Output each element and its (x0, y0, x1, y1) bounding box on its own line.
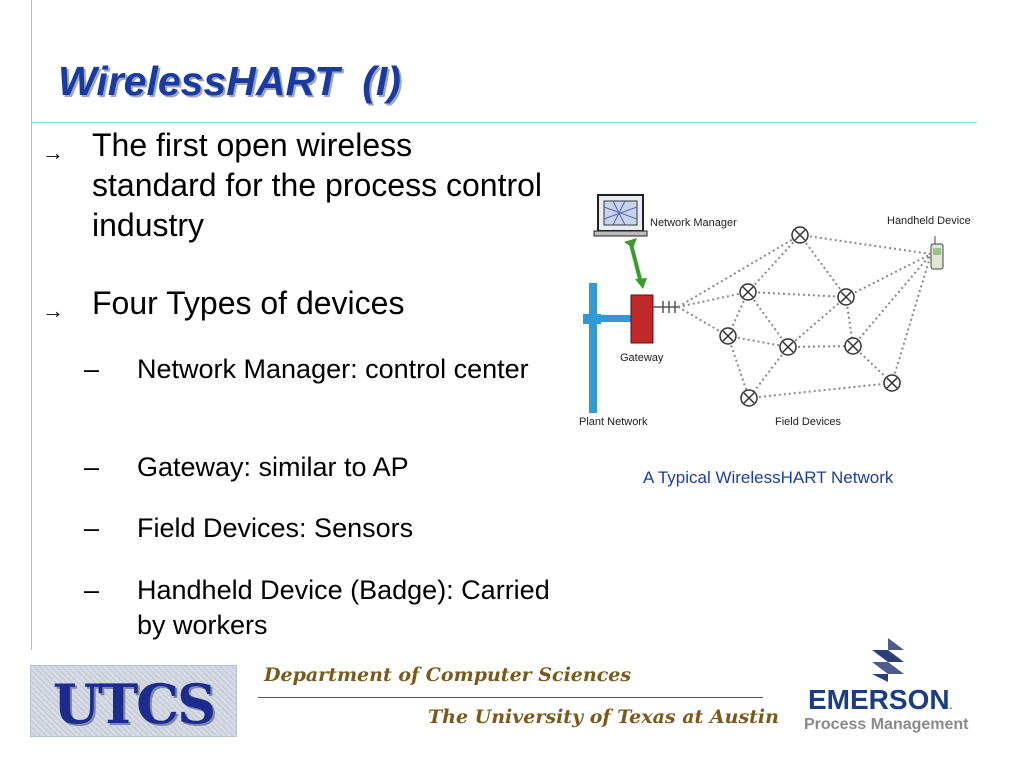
utcs-logo: UTCS (30, 665, 237, 737)
dash-bullet-icon: – (84, 452, 100, 482)
dash-bullet-icon: – (84, 575, 100, 605)
footer-divider (258, 697, 763, 698)
slide-title: WirelessHART (I) (58, 58, 401, 104)
arrow-bullet-icon: → (42, 298, 64, 323)
field-devices-label: Field Devices (775, 416, 842, 428)
field-devices-icon (719, 226, 901, 407)
department-name: Department of Computer Sciences (264, 664, 632, 686)
gateway-icon (630, 294, 678, 344)
university-name: The University of Texas at Austin (428, 706, 779, 728)
bullet-text: The first open wireless standard for the… (92, 127, 543, 243)
title-rule (31, 122, 977, 123)
mesh-links (677, 234, 932, 399)
emerson-subtitle: Process Management (804, 716, 969, 733)
sub-bullet-text: Gateway: similar to AP (137, 452, 409, 482)
sub-bullet-text: Handheld Device (Badge): Carried by work… (137, 575, 550, 640)
wirelesshart-network-diagram: Network Manager Handheld Device Gateway … (579, 194, 971, 428)
sub-bullet-text: Network Manager: control center (137, 354, 529, 384)
diagram-caption: A Typical WirelessHART Network (643, 468, 894, 487)
manager-link-icon (624, 238, 647, 289)
network-manager-label: Network Manager (650, 217, 737, 229)
utcs-logo-text: UTCS (52, 672, 216, 736)
plant-network-icon (583, 283, 631, 413)
handheld-device-label: Handheld Device (887, 215, 971, 227)
bullet-text: Four Types of devices (92, 285, 405, 321)
dash-bullet-icon: – (84, 513, 100, 543)
emerson-trademark: . (949, 701, 953, 711)
sub-bullet-text: Field Devices: Sensors (137, 513, 414, 543)
left-rule (31, 0, 32, 650)
emerson-name-text: EMERSON (808, 684, 950, 715)
network-manager-icon (593, 194, 648, 237)
handheld-device-icon (930, 236, 944, 270)
plant-network-label: Plant Network (579, 416, 648, 428)
gateway-label: Gateway (620, 352, 664, 364)
arrow-bullet-icon: → (42, 140, 64, 165)
dash-bullet-icon: – (84, 354, 100, 384)
emerson-logo: EMERSON. Process Management (798, 636, 983, 746)
emerson-mark-icon (872, 638, 904, 682)
emerson-name: EMERSON. (808, 684, 952, 716)
